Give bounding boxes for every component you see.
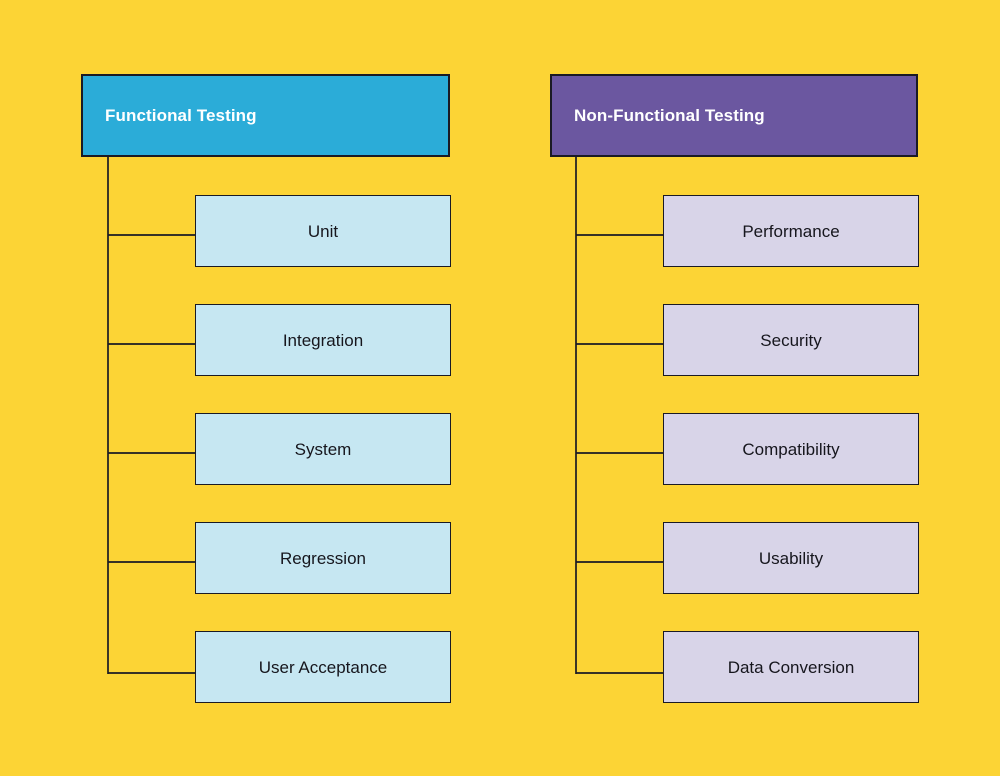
- node-nonfunctional-performance[interactable]: Performance: [663, 195, 919, 267]
- node-functional-unit-label: Unit: [307, 221, 339, 241]
- node-nonfunctional-usability-label: Usability: [758, 548, 824, 568]
- node-functional-user-acceptance-label: User Acceptance: [258, 657, 388, 677]
- node-functional-integration-label: Integration: [282, 330, 364, 350]
- node-functional-integration[interactable]: Integration: [195, 304, 451, 376]
- node-functional-unit[interactable]: Unit: [195, 195, 451, 267]
- node-nonfunctional-usability[interactable]: Usability: [663, 522, 919, 594]
- node-nonfunctional-performance-label: Performance: [742, 221, 840, 241]
- node-nonfunctional-security-label: Security: [760, 330, 822, 350]
- node-nonfunctional-compatibility-label: Compatibility: [742, 439, 840, 459]
- node-nonfunctional-data-conversion[interactable]: Data Conversion: [663, 631, 919, 703]
- header-functional-testing[interactable]: Functional Testing: [81, 74, 450, 157]
- node-functional-system[interactable]: System: [195, 413, 451, 485]
- branch-functional: Functional Testing Unit Integration Syst…: [81, 0, 481, 776]
- branch-non-functional: Non-Functional Testing Performance Secur…: [550, 0, 950, 776]
- node-functional-regression-label: Regression: [280, 548, 366, 568]
- node-nonfunctional-security[interactable]: Security: [663, 304, 919, 376]
- node-functional-regression[interactable]: Regression: [195, 522, 451, 594]
- node-nonfunctional-compatibility[interactable]: Compatibility: [663, 413, 919, 485]
- node-functional-user-acceptance[interactable]: User Acceptance: [195, 631, 451, 703]
- header-non-functional-testing[interactable]: Non-Functional Testing: [550, 74, 918, 157]
- node-functional-system-label: System: [294, 439, 352, 459]
- node-nonfunctional-data-conversion-label: Data Conversion: [727, 657, 855, 677]
- header-functional-testing-label: Functional Testing: [105, 106, 257, 125]
- header-non-functional-testing-label: Non-Functional Testing: [574, 106, 765, 125]
